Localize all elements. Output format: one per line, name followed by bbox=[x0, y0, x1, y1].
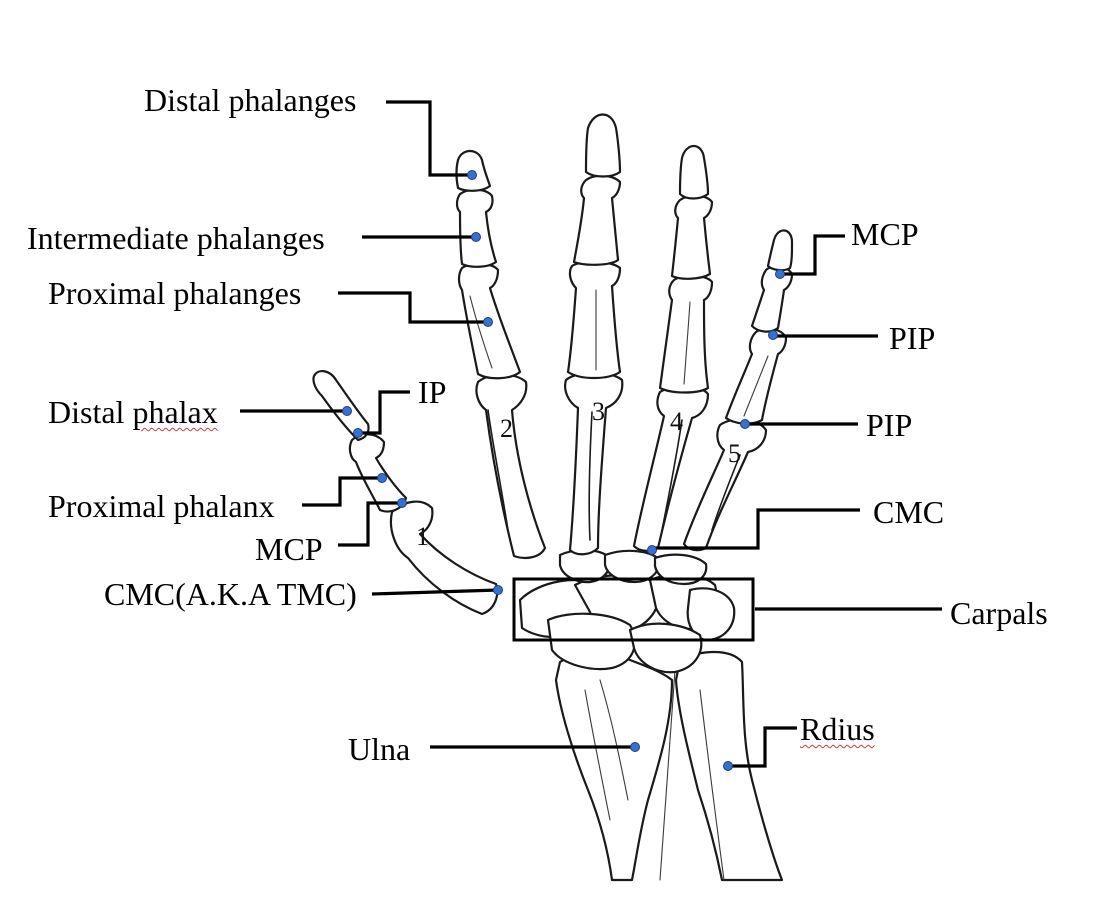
digit-number-5: 5 bbox=[728, 439, 741, 468]
marker-dots bbox=[342, 170, 785, 771]
marker-pip-upper bbox=[768, 330, 778, 340]
leader-mcp-little bbox=[780, 234, 845, 276]
ulna-bone bbox=[554, 652, 674, 882]
marker-proximal-phalanx bbox=[377, 473, 387, 483]
label-cmc-thumb: CMC(A.K.A TMC) bbox=[104, 576, 357, 612]
label-carpals: Carpals bbox=[950, 595, 1048, 631]
marker-distal-phalax bbox=[342, 406, 352, 416]
leader-radius bbox=[728, 726, 797, 768]
digit-number-1: 1 bbox=[416, 522, 429, 551]
label-pip-upper: PIP bbox=[889, 320, 936, 356]
digit-number-2: 2 bbox=[500, 414, 513, 443]
carpals-highlight-box bbox=[512, 577, 755, 642]
marker-intermediate-phalanges bbox=[471, 232, 481, 242]
leader-proximal-phalanx bbox=[302, 476, 382, 507]
digit-number-4: 4 bbox=[670, 407, 683, 436]
metacarpal-bones bbox=[389, 371, 768, 616]
label-mcp-little: MCP bbox=[851, 216, 919, 252]
label-pip-lower: PIP bbox=[866, 407, 913, 443]
marker-cmc bbox=[647, 545, 657, 555]
marker-distal-phalanges bbox=[467, 170, 477, 180]
label-ip: IP bbox=[418, 374, 447, 410]
leader-ip bbox=[358, 390, 410, 435]
marker-pip-lower bbox=[740, 419, 750, 429]
label-distal-phalax-prefix: Distal bbox=[48, 394, 133, 430]
leader-cmc bbox=[652, 508, 860, 550]
label-proximal-phalanges: Proximal phalanges bbox=[48, 275, 302, 311]
phalanx-bones bbox=[312, 113, 794, 513]
marker-cmc-thumb bbox=[493, 585, 503, 595]
leader-mcp-thumb bbox=[338, 501, 402, 547]
label-mcp-thumb: MCP bbox=[255, 531, 323, 567]
label-cmc: CMC bbox=[873, 494, 945, 530]
marker-ulna bbox=[630, 742, 640, 752]
label-radius: Rdius bbox=[800, 711, 875, 747]
label-distal-phalax: Distal phalax bbox=[48, 396, 218, 428]
label-distal-phalax-misspelled-word: phalax bbox=[132, 394, 218, 430]
label-intermediate-phalanges: Intermediate phalanges bbox=[27, 220, 325, 256]
carpal-bones bbox=[518, 549, 736, 674]
leader-proximal-phalanges bbox=[338, 291, 488, 324]
digit-numbers: 1 2 3 4 5 bbox=[416, 397, 741, 551]
label-distal-phalanges: Distal phalanges bbox=[144, 82, 357, 118]
leader-distal-phalanges bbox=[386, 100, 472, 177]
leader-lines bbox=[240, 100, 942, 768]
leader-cmc-thumb bbox=[371, 588, 499, 596]
marker-proximal-phalanges bbox=[483, 317, 493, 327]
marker-mcp-thumb bbox=[397, 498, 407, 508]
label-ulna: Ulna bbox=[348, 731, 411, 767]
bone-detail-lines bbox=[469, 289, 769, 541]
digit-number-3: 3 bbox=[592, 397, 605, 426]
marker-mcp-little bbox=[775, 269, 785, 279]
marker-ip bbox=[353, 428, 363, 438]
marker-radius bbox=[723, 761, 733, 771]
label-proximal-phalanx: Proximal phalanx bbox=[48, 488, 275, 524]
